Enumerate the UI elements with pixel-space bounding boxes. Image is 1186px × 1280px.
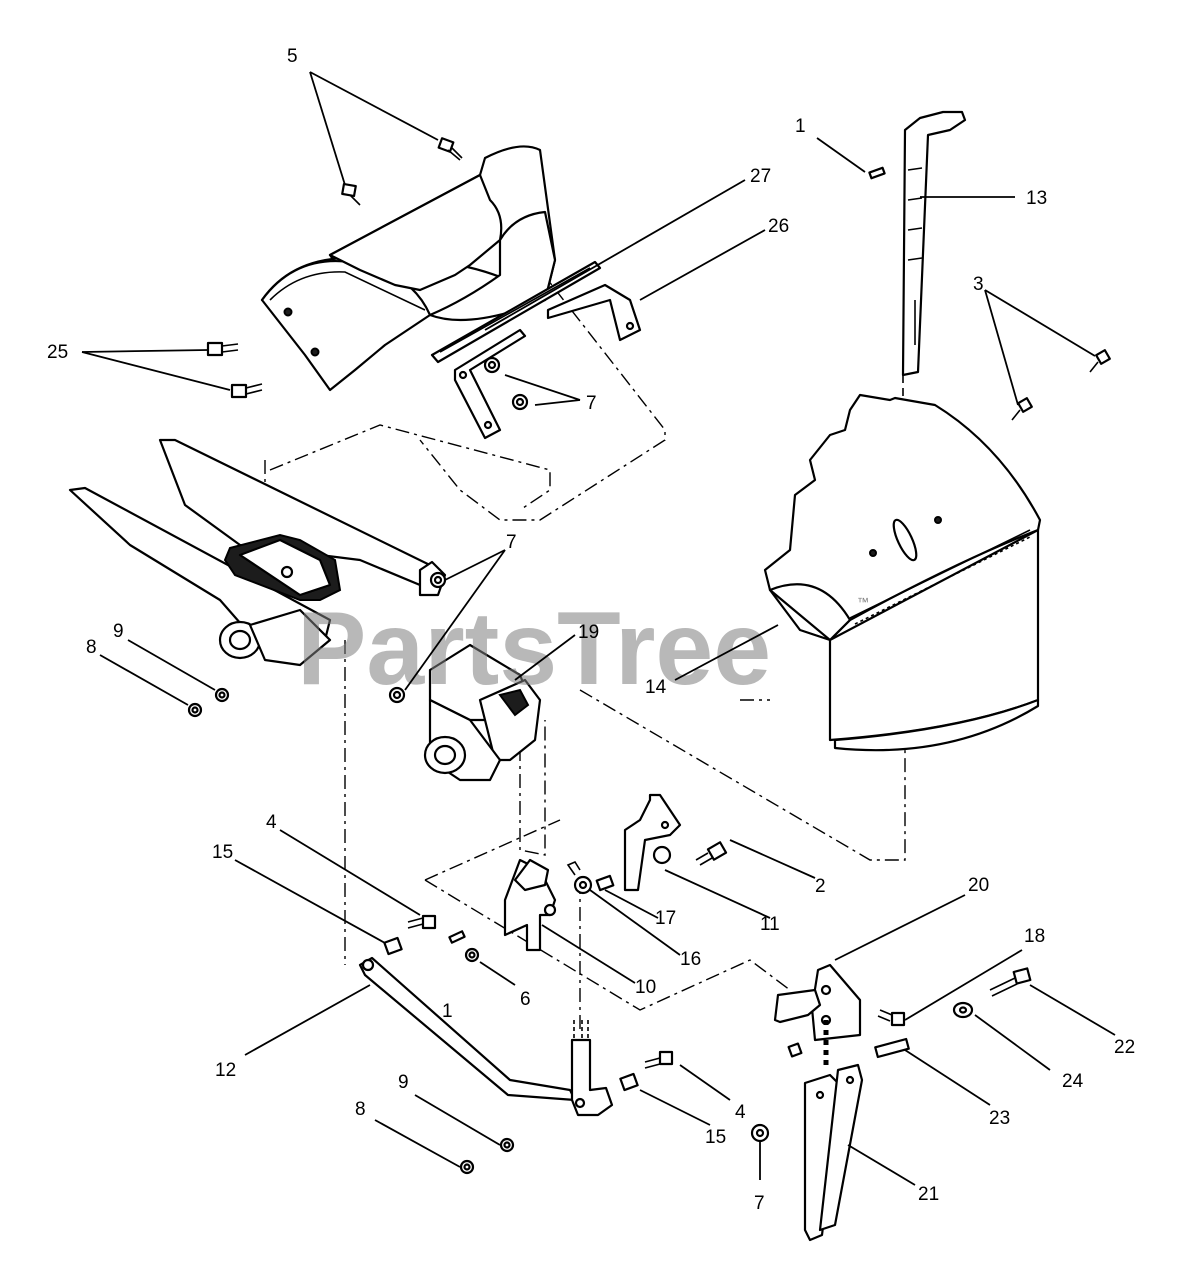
callout-15b: 15 [705, 1127, 726, 1148]
bracket-26 [546, 283, 642, 342]
callout-26: 26 [768, 216, 789, 237]
washer-24 [952, 1001, 974, 1019]
callout-22: 22 [1114, 1037, 1135, 1058]
bolt-25a [206, 341, 239, 357]
callout-7a: 7 [586, 393, 597, 414]
callouts: 1 13 5 27 26 3 25 7 7 9 8 19 14 4 15 2 1… [47, 46, 1135, 1214]
bracket-small [453, 328, 527, 440]
callout-18: 18 [1024, 926, 1045, 947]
callout-23: 23 [989, 1108, 1010, 1129]
callout-21: 21 [918, 1184, 939, 1205]
callout-24: 24 [1062, 1071, 1084, 1092]
callout-7b: 7 [506, 532, 517, 553]
callout-6: 6 [520, 989, 531, 1010]
hinge-bracket-19 [423, 643, 542, 782]
callout-7c: 7 [754, 1193, 765, 1214]
callout-14: 14 [645, 677, 667, 698]
bracket-10 [503, 858, 557, 952]
link-rod-12 [358, 956, 577, 1102]
callout-27: 27 [750, 166, 771, 187]
leader-lines [81, 71, 1116, 1186]
watermark-trademark: ™ [857, 595, 869, 609]
bolt-18 [877, 1009, 906, 1027]
callout-2: 2 [815, 876, 826, 897]
callout-9b: 9 [398, 1072, 409, 1093]
callout-4b: 4 [735, 1102, 746, 1123]
hole-icon [310, 347, 320, 357]
callout-11: 11 [760, 914, 780, 935]
bushing-15a [383, 936, 403, 956]
bushing-17 [595, 874, 615, 892]
callout-8b: 8 [355, 1099, 366, 1120]
nut-7a [483, 356, 529, 411]
tine-guard-left [68, 438, 447, 667]
pivot-arm [570, 1020, 614, 1117]
callout-12: 12 [215, 1060, 236, 1081]
bracket-20 [773, 963, 862, 1042]
nut-9b [499, 1137, 515, 1153]
callout-1a: 1 [795, 116, 806, 137]
bolt-22 [989, 967, 1032, 997]
callout-4a: 4 [266, 812, 277, 833]
deflector-shield-left [260, 145, 557, 392]
callout-1b: 1 [442, 1001, 453, 1022]
bolt-5a [437, 137, 463, 161]
bolt-5b [341, 182, 361, 206]
nut-9a [214, 687, 230, 703]
nut-8b [459, 1159, 475, 1175]
callout-8a: 8 [86, 637, 97, 658]
callout-20: 20 [968, 875, 989, 896]
bolt-4a [407, 914, 437, 930]
bolt-25b [230, 383, 263, 399]
callout-5: 5 [287, 46, 298, 67]
callout-17: 17 [655, 908, 676, 929]
callout-19: 19 [578, 622, 599, 643]
callout-25: 25 [47, 342, 68, 363]
bolt-2 [695, 841, 728, 866]
tine-shield-14 [763, 393, 1042, 752]
drag-stake-21 [803, 1063, 864, 1242]
watermark: PartsTree [297, 591, 771, 707]
hole-icon [283, 307, 293, 317]
spring-16 [566, 860, 593, 895]
nut-6 [464, 947, 480, 963]
pin-23 [874, 1037, 910, 1059]
nut-7b [388, 571, 447, 704]
pin-1b [448, 930, 466, 944]
bolt-small [787, 1042, 803, 1058]
callout-15a: 15 [212, 842, 233, 863]
callout-3: 3 [973, 274, 984, 295]
bolt-4b [644, 1050, 674, 1069]
bushing-15b [619, 1072, 639, 1092]
nut-8a [187, 702, 203, 718]
callout-16: 16 [680, 949, 701, 970]
nut-7c [750, 1123, 770, 1143]
callout-10: 10 [635, 977, 656, 998]
bracket-11 [623, 793, 682, 892]
callout-13: 13 [1026, 188, 1047, 209]
callout-9a: 9 [113, 621, 124, 642]
bolt-3 [1011, 349, 1111, 421]
